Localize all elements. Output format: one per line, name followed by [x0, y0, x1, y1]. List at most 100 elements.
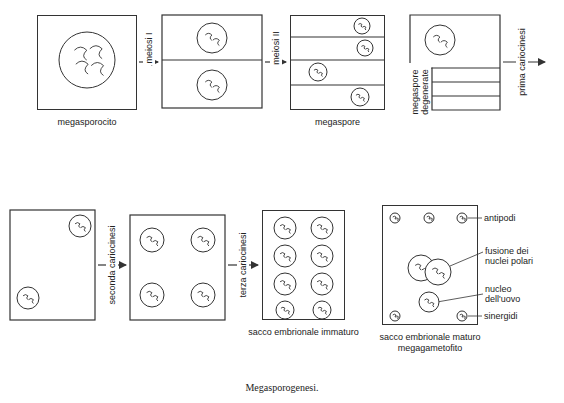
- cell-box: [162, 15, 262, 108]
- chromosome: [318, 307, 322, 311]
- chromosome: [198, 291, 203, 297]
- callout-label: fusione dei nuclei polari: [485, 246, 543, 266]
- nucleus: [351, 88, 369, 106]
- chromosome: [286, 228, 291, 233]
- nucleus: [424, 213, 434, 223]
- cell-box: megaspore: [290, 15, 385, 110]
- chromosome: [317, 253, 322, 258]
- figure-caption: Megasporogenesi.: [245, 382, 318, 393]
- chromosome: [204, 240, 209, 246]
- chromosome: [280, 253, 285, 258]
- nucleus: [276, 301, 294, 319]
- nucleus: [140, 283, 164, 307]
- chromosome: [462, 316, 465, 319]
- chromosome: [460, 216, 463, 219]
- cell-box: sacco embrionale maturo megagametofito: [382, 205, 478, 325]
- chromosome: [358, 24, 362, 28]
- chromosome: [362, 26, 366, 30]
- chromosome: [427, 216, 430, 219]
- nucleus: [390, 311, 400, 321]
- cell-wall: [290, 36, 385, 37]
- cell-box: [10, 210, 95, 320]
- chromosome: [441, 41, 448, 48]
- chromosome: [198, 236, 203, 242]
- cell-wall: [432, 81, 500, 82]
- nucleus: [274, 217, 296, 239]
- nucleus: [274, 245, 296, 267]
- chromosome: [393, 314, 396, 317]
- chromosome: [280, 281, 285, 286]
- process-label: seconda cariocinesi: [106, 223, 118, 306]
- chromosome: [323, 228, 328, 233]
- nucleus: [140, 228, 164, 252]
- chromosome: [462, 218, 465, 221]
- chromosome: [361, 46, 365, 50]
- chromosome: [153, 240, 158, 246]
- leader-line: [437, 294, 483, 302]
- nucleus: [274, 273, 296, 295]
- chromosome: [286, 284, 291, 289]
- process-label: meiosi I: [143, 30, 155, 65]
- chromosome: [393, 216, 396, 219]
- cell-box: [130, 215, 225, 320]
- chromosome: [433, 35, 440, 42]
- nucleus: [311, 217, 333, 239]
- chromosome: [318, 72, 322, 76]
- nucleus: [17, 287, 39, 309]
- chromosome: [365, 48, 369, 52]
- nucleus: [419, 292, 439, 312]
- chromosome: [91, 63, 103, 76]
- callout-label: antipodi: [484, 213, 516, 223]
- nucleus: [311, 273, 333, 295]
- chromosome: [356, 94, 360, 98]
- process-label: prima cariocinesi: [516, 26, 528, 98]
- chromosome: [204, 295, 209, 301]
- chromosome: [460, 314, 463, 317]
- chromosome: [147, 236, 152, 242]
- nucleus: [425, 259, 451, 285]
- chromosome: [314, 69, 318, 73]
- chromosome: [425, 299, 429, 304]
- nucleus: [390, 213, 400, 223]
- chromosome: [430, 302, 434, 307]
- chromosome: [439, 273, 445, 279]
- cell-box: sacco embrionale immaturo: [262, 210, 345, 320]
- chromosome: [323, 284, 328, 289]
- cell-box: megasporocito: [37, 15, 137, 110]
- leader-line: [468, 316, 482, 317]
- chromosome: [213, 86, 220, 93]
- stage-label: sacco embrionale maturo megagametofito: [374, 332, 486, 354]
- chromosome: [205, 33, 212, 40]
- callout-label: nucleo dell'uovo: [485, 284, 530, 304]
- chromosome: [360, 97, 364, 101]
- chromosome: [205, 80, 212, 87]
- chromosome: [323, 256, 328, 261]
- cell-wall: [290, 59, 385, 60]
- nucleus: [191, 228, 215, 252]
- chromosome: [74, 47, 86, 60]
- chromosome: [415, 264, 421, 270]
- stage-label: sacco embrionale immaturo: [239, 327, 369, 338]
- chromosome: [317, 225, 322, 230]
- process-label: terza cariocinesi: [237, 230, 249, 299]
- cell-wall: [162, 59, 262, 60]
- chromosome: [281, 307, 285, 311]
- chromosome: [76, 61, 88, 74]
- chromosome: [90, 46, 102, 59]
- nucleus: [197, 23, 227, 53]
- process-label: meiosi II: [270, 29, 282, 67]
- chromosome: [153, 295, 158, 301]
- process-label: megaspore degenerate: [409, 63, 431, 121]
- chromosome: [395, 316, 398, 319]
- nucleus: [357, 40, 373, 56]
- nucleus: [457, 213, 467, 223]
- chromosome: [322, 310, 326, 314]
- nucleus: [354, 18, 370, 34]
- chromosome: [280, 225, 285, 230]
- cell-wall: [432, 95, 500, 96]
- callout-label: sinergidi: [484, 311, 518, 321]
- stage-label: megasporocito: [32, 117, 142, 128]
- nucleus: [197, 70, 227, 100]
- nucleus: [313, 301, 331, 319]
